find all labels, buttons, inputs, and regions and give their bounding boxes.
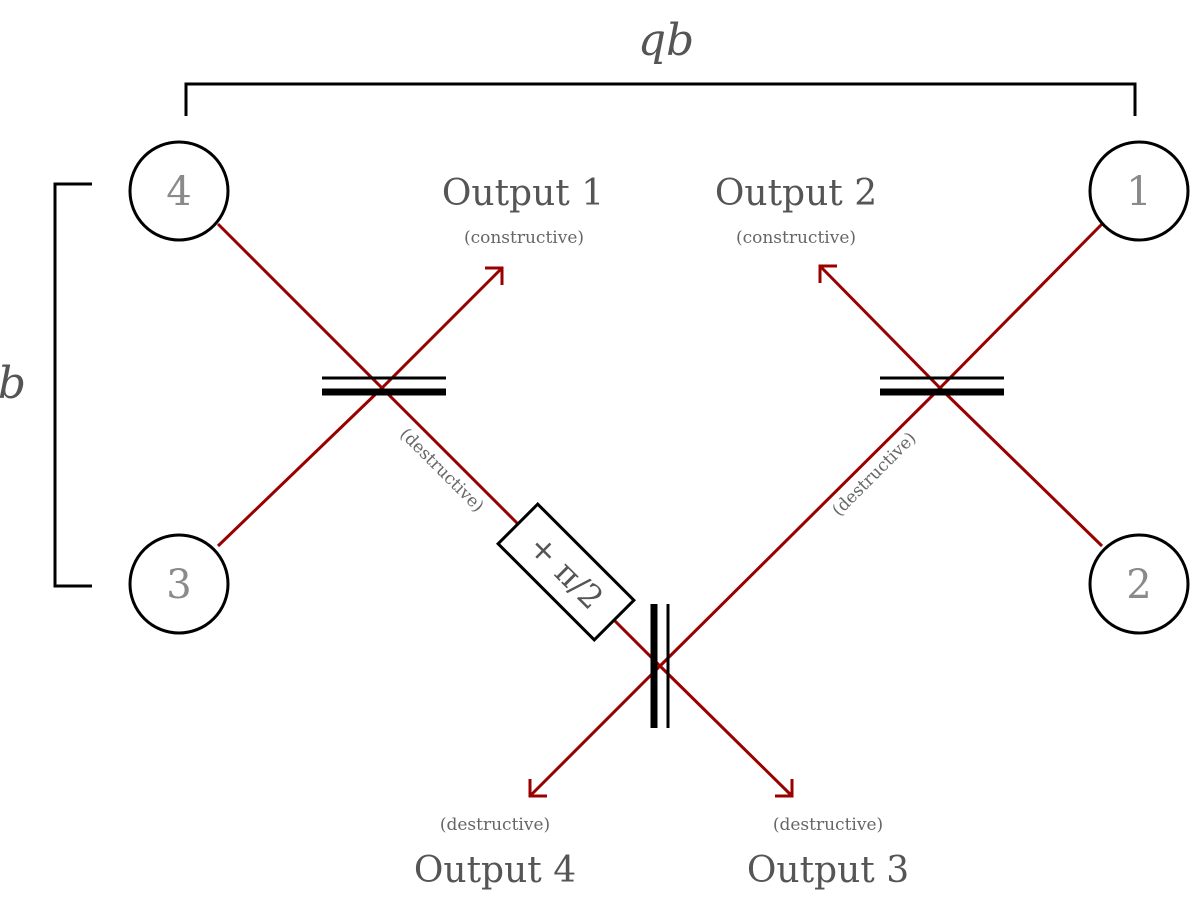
telescope-4-circle: [128, 140, 230, 242]
output-3-type: (destructive): [773, 815, 883, 835]
beam-final-bs-to-output3: [658, 664, 794, 798]
output-3: (destructive) Output 3: [747, 815, 909, 891]
output-1-label: Output 1: [442, 173, 604, 214]
qb-bracket: [184, 82, 1137, 116]
telescope-2-circle: [1088, 533, 1190, 635]
output-1-type: (constructive): [464, 228, 584, 248]
output2-arrow-icon: [818, 264, 837, 283]
output-4: (destructive) Output 4: [414, 815, 576, 891]
left-beam-splitter: [322, 376, 446, 396]
output-3-label: Output 3: [747, 850, 909, 891]
beam-paths: [216, 222, 1104, 798]
arrowheads: [485, 264, 837, 798]
output-2-label: Output 2: [715, 173, 877, 214]
output1-arrow-icon: [485, 266, 504, 285]
beam-tel2-to-right-bs: [938, 386, 1104, 548]
telescope-3-label: 3: [166, 562, 191, 608]
telescope-3: 3: [128, 533, 230, 635]
left-destructive-label: (destructive): [395, 424, 487, 516]
output4-arrow-icon: [528, 779, 547, 798]
b-label: b: [0, 358, 26, 409]
output-4-label: Output 4: [414, 850, 576, 891]
output-1: Output 1 (constructive): [442, 173, 604, 248]
beam-tel4-to-left-bs: [216, 222, 384, 390]
b-bracket: [53, 182, 92, 588]
telescope-1-circle: [1088, 140, 1190, 242]
output-4-type: (destructive): [440, 815, 550, 835]
beam-left-bs-to-output1: [380, 266, 504, 390]
telescope-2-label: 2: [1126, 562, 1151, 608]
telescope-3-circle: [128, 533, 230, 635]
final-beam-splitter: [650, 604, 670, 728]
output-2-type: (constructive): [736, 228, 856, 248]
phase-shifter-box: [495, 501, 637, 643]
beam-tel1-to-right-bs: [938, 222, 1104, 390]
qb-label: qb: [638, 15, 694, 66]
output-2: Output 2 (constructive): [715, 173, 877, 248]
beam-right-bs-to-output2: [818, 264, 942, 390]
beam-right-bs-to-final-bs: [658, 386, 942, 668]
telescope-1-label: 1: [1126, 169, 1151, 215]
telescope-1: 1: [1088, 140, 1190, 242]
telescope-4: 4: [128, 140, 230, 242]
beam-left-bs-to-phase: [380, 386, 530, 536]
beam-final-bs-to-output4: [528, 664, 662, 798]
right-destructive-label: (destructive): [828, 428, 920, 520]
b-dimension: b: [0, 182, 92, 588]
telescope-2: 2: [1088, 533, 1190, 635]
phase-shifter: + π/2: [495, 501, 637, 643]
qb-dimension: qb: [184, 15, 1137, 116]
telescope-4-label: 4: [166, 169, 191, 215]
output3-arrow-icon: [775, 779, 794, 798]
right-beam-splitter: [880, 376, 1004, 396]
beam-tel3-to-left-bs: [216, 386, 384, 548]
